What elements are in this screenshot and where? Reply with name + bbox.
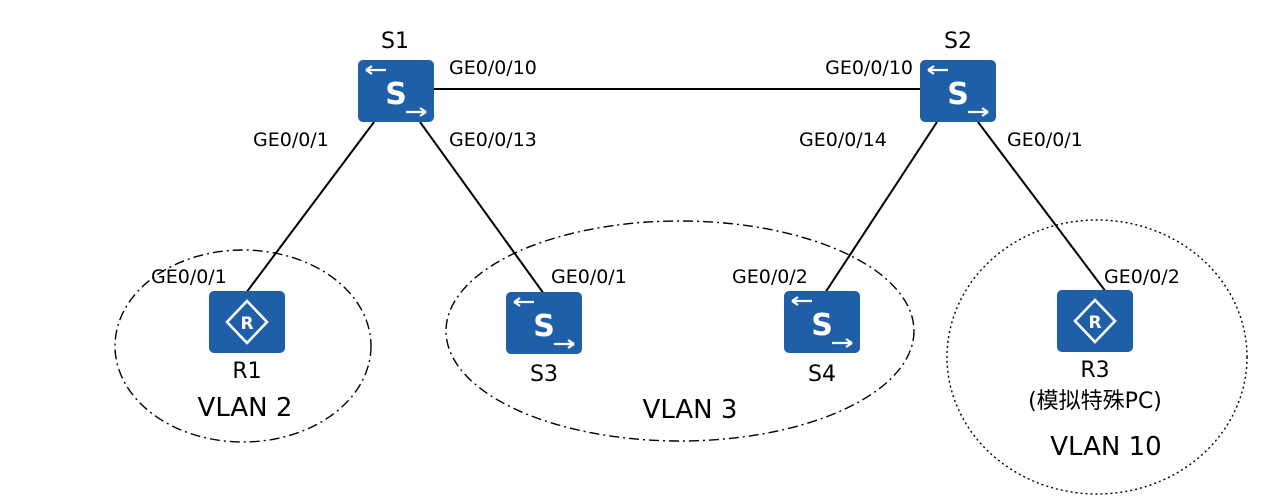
port-s2-to-s1: GE0/0/10 bbox=[825, 57, 913, 79]
vlan3-label: VLAN 3 bbox=[643, 395, 738, 425]
port-s1-to-s2: GE0/0/10 bbox=[449, 57, 537, 79]
svg-text:S: S bbox=[533, 309, 555, 344]
s4-label: S4 bbox=[808, 362, 836, 387]
link-s1-r1 bbox=[245, 121, 375, 294]
switch-s4[interactable]: S bbox=[784, 291, 860, 353]
vlan3-zone bbox=[445, 220, 915, 442]
switch-icon: S bbox=[358, 60, 434, 122]
switch-s1[interactable]: S bbox=[358, 60, 434, 122]
r1-label: R1 bbox=[232, 359, 261, 384]
port-s2-to-r3: GE0/0/1 bbox=[1007, 129, 1083, 151]
link-s1-s3 bbox=[419, 121, 545, 295]
router-r1[interactable]: R bbox=[209, 291, 285, 353]
link-s2-s4 bbox=[824, 121, 938, 294]
s3-label: S3 bbox=[530, 362, 558, 387]
vlan2-zone bbox=[114, 249, 372, 443]
port-s1-to-r1: GE0/0/1 bbox=[253, 129, 329, 151]
switch-icon: S bbox=[784, 291, 860, 353]
vlan10-zone bbox=[946, 219, 1248, 495]
r3-note: (模拟特殊PC) bbox=[1028, 389, 1162, 414]
svg-text:S: S bbox=[811, 308, 833, 343]
switch-s2[interactable]: S bbox=[920, 60, 996, 122]
svg-text:R: R bbox=[1088, 313, 1101, 333]
router-icon: R bbox=[1057, 290, 1133, 352]
port-s1-to-s3: GE0/0/13 bbox=[449, 129, 537, 151]
port-s2-to-s4: GE0/0/14 bbox=[799, 129, 887, 151]
vlan2-label: VLAN 2 bbox=[198, 393, 293, 423]
switch-icon: S bbox=[506, 292, 582, 354]
router-icon: R bbox=[209, 291, 285, 353]
vlan10-label: VLAN 10 bbox=[1050, 432, 1161, 462]
port-s3: GE0/0/1 bbox=[551, 266, 627, 288]
switch-icon: S bbox=[920, 60, 996, 122]
svg-text:S: S bbox=[947, 77, 969, 112]
port-r1: GE0/0/1 bbox=[151, 266, 227, 288]
r3-label: R3 bbox=[1080, 358, 1109, 383]
switch-s3[interactable]: S bbox=[506, 292, 582, 354]
router-r3[interactable]: R bbox=[1057, 290, 1133, 352]
link-s2-r3 bbox=[977, 121, 1107, 293]
s2-label: S2 bbox=[944, 29, 972, 54]
port-r3: GE0/0/2 bbox=[1104, 266, 1180, 288]
s1-label: S1 bbox=[381, 29, 409, 54]
port-s4: GE0/0/2 bbox=[732, 266, 808, 288]
svg-text:S: S bbox=[385, 77, 407, 112]
svg-text:R: R bbox=[240, 314, 253, 334]
